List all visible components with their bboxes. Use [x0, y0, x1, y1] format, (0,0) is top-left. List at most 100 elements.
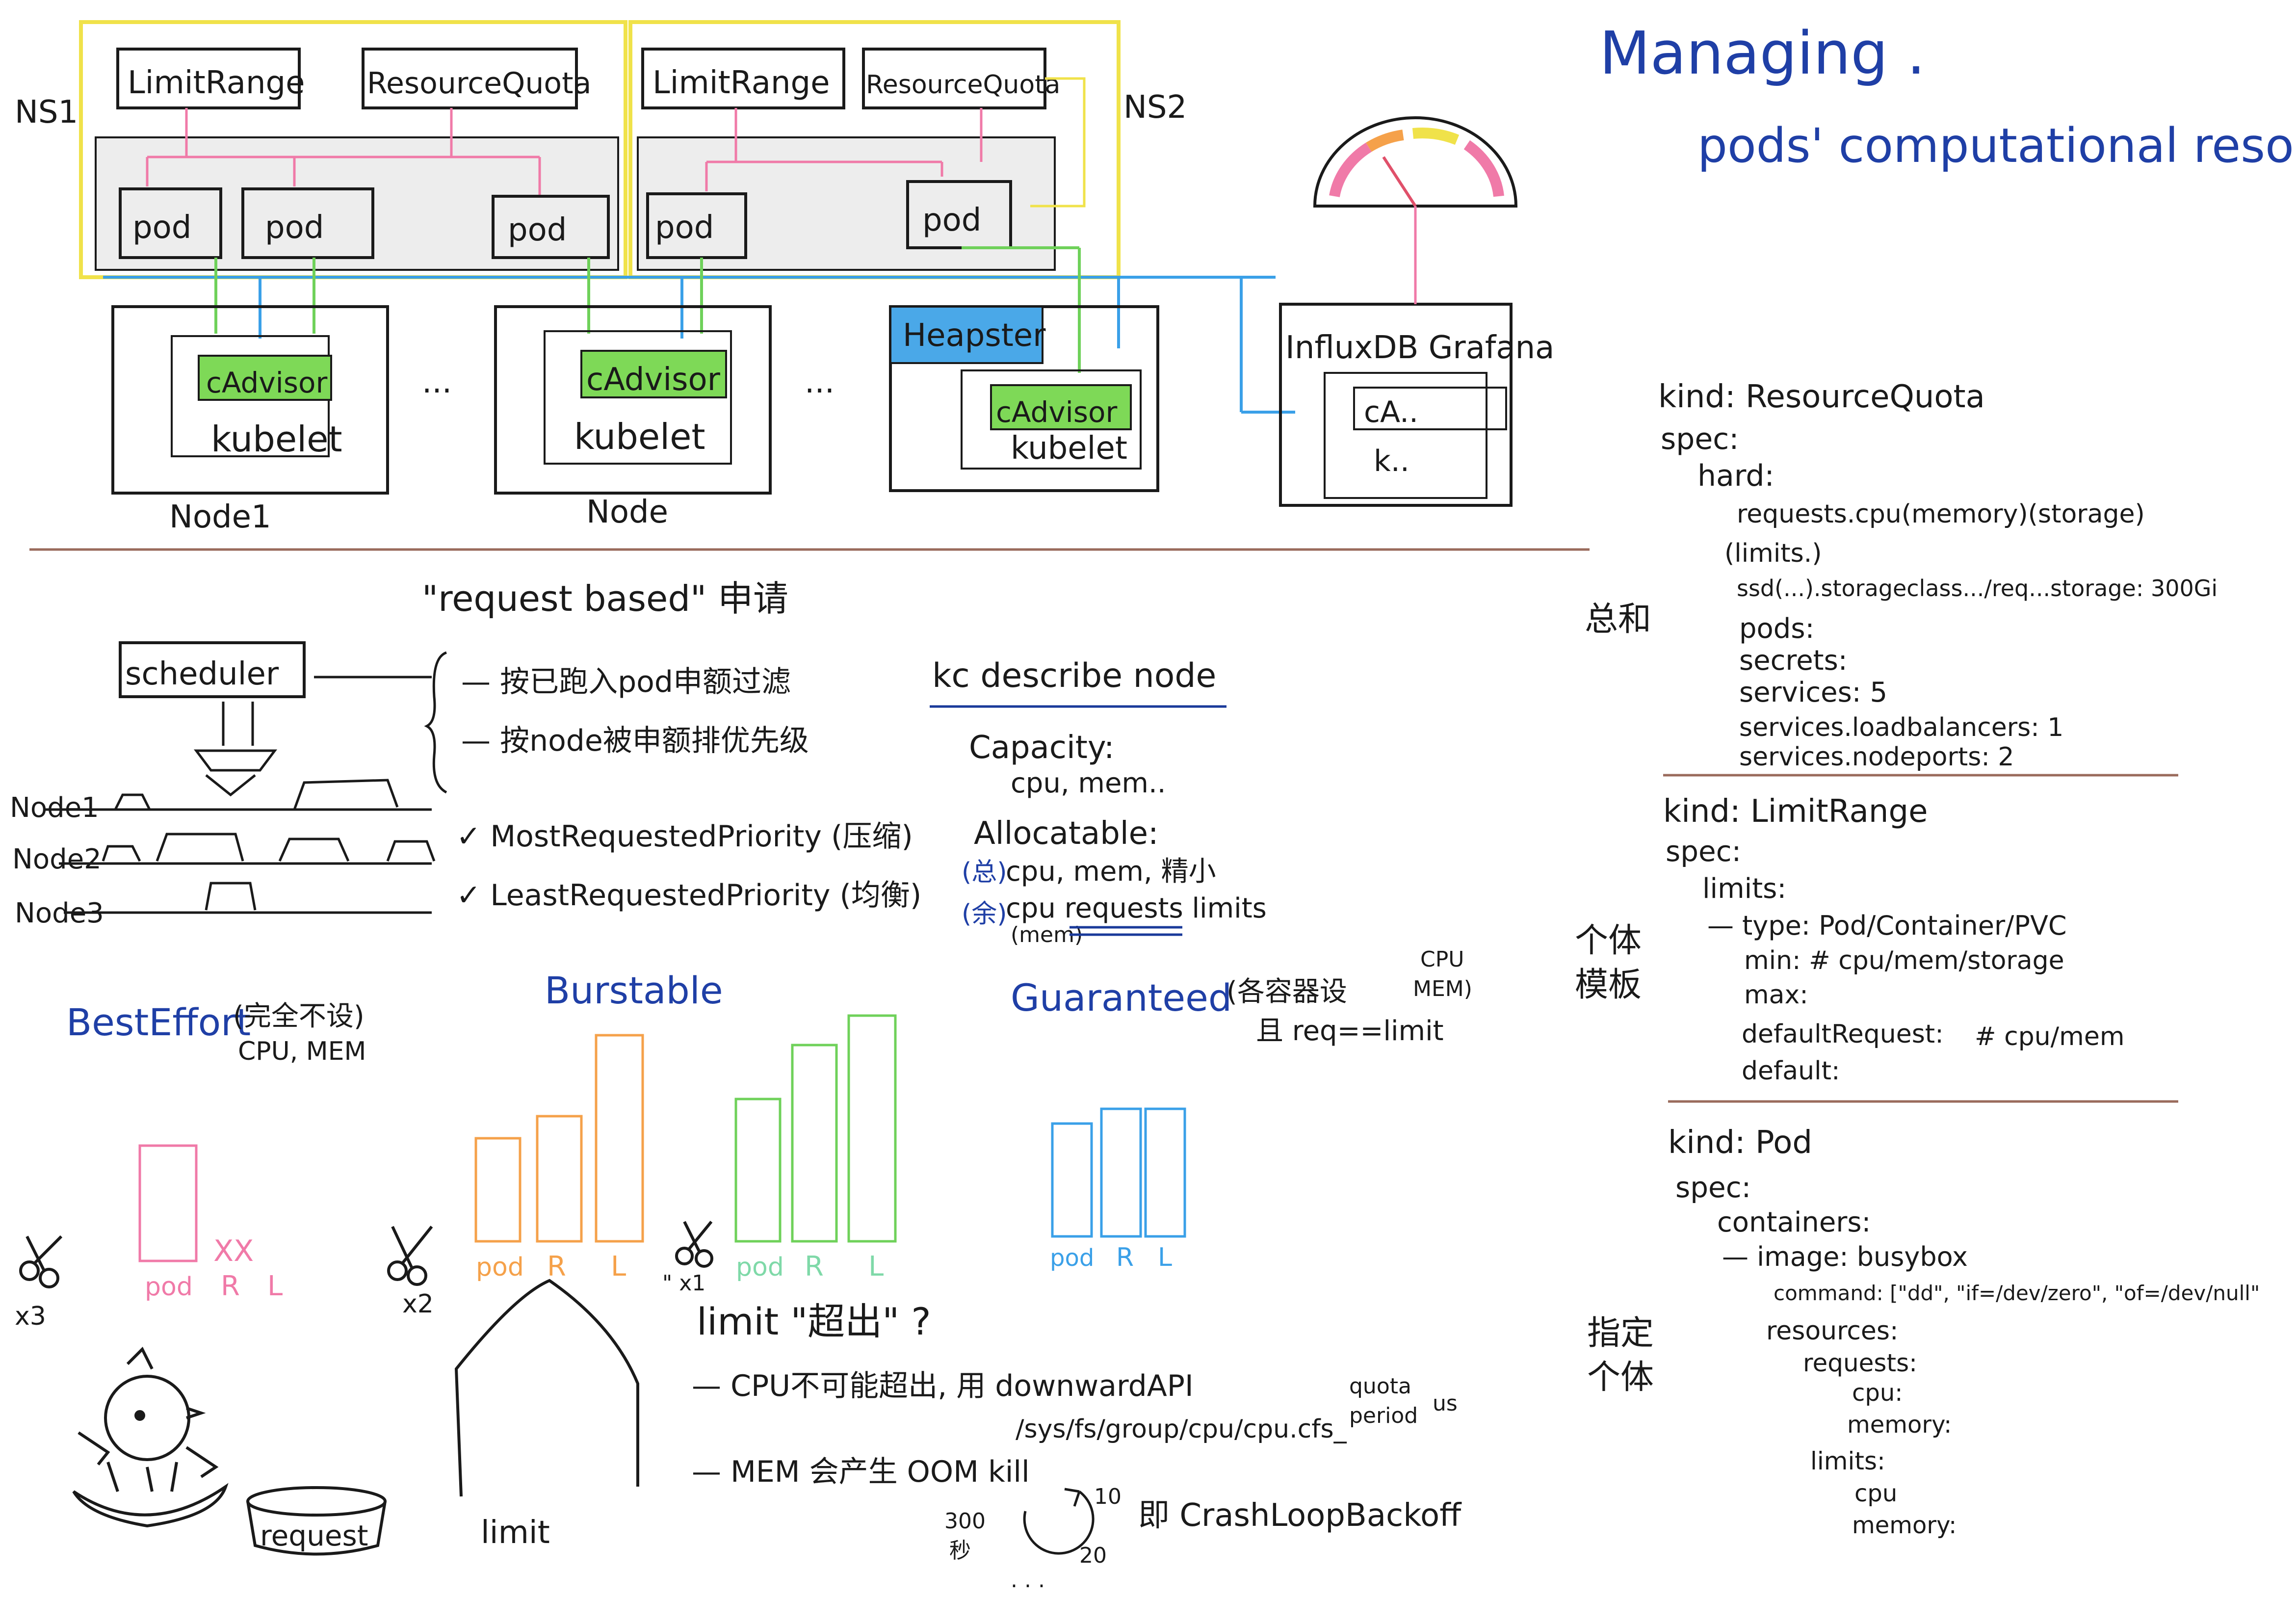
describe-capacity: Capacity:	[969, 730, 1115, 766]
sched-node3: Node3	[15, 897, 104, 929]
node-shelves	[44, 779, 436, 914]
burst-l-bar	[595, 1034, 644, 1243]
heapster-label: Heapster	[903, 317, 1046, 354]
describe-total-mark: (总)	[962, 858, 1007, 887]
g1-r-bar	[791, 1044, 838, 1243]
right-specific-label1: 指定	[1587, 1314, 1654, 1353]
ns2-resourcequota: ResourceQuota	[866, 70, 1060, 100]
node1-cadvisor: cAdvisor	[206, 366, 328, 399]
backoff-20: 20	[1079, 1543, 1107, 1568]
qos-besteffort: BestEffort	[66, 1000, 251, 1044]
pod-box-2	[241, 187, 374, 259]
rq-line-3: requests.cpu(memory)(storage)	[1737, 499, 2145, 529]
be-pod-bar	[138, 1144, 198, 1262]
qos-g-cpu: CPU	[1420, 947, 1464, 972]
scheduler-label: scheduler	[125, 656, 279, 692]
limit-cpu-path: /sys/fs/group/cpu/cpu.cfs_	[1016, 1414, 1347, 1444]
lr-line-2: limits:	[1702, 873, 1786, 905]
node2-label: Node	[586, 494, 668, 530]
node1-cadvisor-box	[198, 355, 332, 401]
qos-be-note1: (完全不设)	[233, 1000, 365, 1032]
describe-capacity-val: cpu, mem..	[1011, 767, 1166, 799]
pod-line-1: spec:	[1675, 1171, 1751, 1204]
qos-burstable: Burstable	[545, 969, 723, 1012]
limit-period: period	[1349, 1403, 1418, 1428]
g1-r-label: R	[805, 1251, 824, 1283]
scissors-icon-1	[19, 1235, 63, 1288]
pod-line-5: resources:	[1766, 1316, 1899, 1346]
describe-cmd: kc describe node	[932, 656, 1216, 695]
node1-frame	[111, 305, 389, 495]
pod-box-4	[646, 192, 747, 259]
right-specific-label2: 个体	[1587, 1358, 1654, 1397]
node1-kubelet: kubelet	[211, 419, 342, 460]
ns2-limitrange: LimitRange	[652, 65, 830, 101]
rq-line-10: services.nodeports: 2	[1739, 742, 2014, 772]
rq-line-4: (limits.)	[1724, 539, 1822, 568]
backoff-dots: . . .	[1011, 1568, 1045, 1593]
influx-k: k..	[1374, 444, 1409, 478]
rq-line-2: hard:	[1697, 459, 1774, 493]
scheduler-box	[119, 641, 306, 698]
lr-line-1: spec:	[1666, 835, 1741, 868]
be-pod-label: pod	[145, 1272, 193, 1302]
influx-label: InfluxDB Grafana	[1285, 330, 1554, 366]
resourcequota-yaml: kind: ResourceQuotaspec:hard:requests.cp…	[1658, 379, 2218, 772]
pod-line-2: containers:	[1717, 1206, 1871, 1238]
g1-pod-bar	[734, 1098, 782, 1243]
sched-node2: Node2	[12, 843, 102, 875]
ns2-quota-link	[1030, 77, 1086, 208]
pod-line-0: kind: Pod	[1668, 1125, 1812, 1161]
pod-box-3	[492, 195, 610, 259]
lr-line-5: max:	[1744, 980, 1808, 1010]
node-ellipsis-2: ...	[805, 364, 835, 400]
node2-kubelet: kubelet	[574, 416, 705, 457]
backoff-loop-icon	[1023, 1488, 1095, 1555]
scissors-x3: x3	[15, 1302, 46, 1331]
ns1-limitrange-box	[116, 48, 301, 109]
chick-icon	[72, 1346, 229, 1528]
sched-most: ✓ MostRequestedPriority (压缩)	[456, 819, 913, 854]
influx-frame	[1279, 303, 1513, 507]
pod-line-7: cpu:	[1852, 1379, 1903, 1407]
rq-line-5: ssd(...).storageclass.../req...storage: …	[1737, 575, 2218, 602]
ns1-label: NS1	[15, 94, 78, 131]
lr-line-8: default:	[1742, 1056, 1840, 1086]
ns1-resourcequota-box	[362, 48, 578, 109]
limit-house-icon	[454, 1279, 639, 1497]
right-total-label: 总和	[1585, 600, 1651, 639]
sched-rule2: — 按node被申额排优先级	[461, 724, 809, 758]
right-template-label1: 个体	[1575, 921, 1642, 960]
g2-pod-label: pod	[1050, 1244, 1094, 1272]
limit-quota: quota	[1349, 1374, 1411, 1399]
pod-line-3: — image: busybox	[1722, 1241, 1968, 1272]
scheduler-brace	[424, 651, 447, 794]
limit-cpu-line: — CPU不可能超出, 用 downwardAPI	[692, 1369, 1194, 1403]
g2-pod-bar	[1051, 1122, 1093, 1238]
pod-label-5: pod	[922, 202, 981, 238]
burst-r-label: R	[547, 1251, 566, 1283]
lr-line-3: — type: Pod/Container/PVC	[1707, 910, 2067, 941]
g2-r-label: R	[1116, 1243, 1134, 1272]
scissors-icon-2	[387, 1226, 433, 1286]
pod-cadvisor-links	[214, 246, 1081, 373]
node-ellipsis-1: ...	[422, 364, 452, 400]
title-line1: Managing .	[1599, 20, 1926, 88]
limit-crash: 即 CrashLoopBackoff	[1138, 1497, 1462, 1534]
pod-line-10: cpu	[1854, 1480, 1897, 1507]
g1-l-bar	[847, 1014, 897, 1243]
burst-pod-bar	[474, 1137, 522, 1243]
pod-line-4: command: ["dd", "if=/dev/zero", "of=/dev…	[1774, 1281, 2260, 1305]
ns2-pod-area	[637, 136, 1056, 271]
limit-mem-line: — MEM 会产生 OOM kill	[692, 1455, 1030, 1489]
rq-line-1: spec:	[1661, 422, 1739, 456]
pod-label-4: pod	[655, 210, 714, 246]
limit-label: limit	[481, 1515, 550, 1551]
burst-pod-label: pod	[476, 1253, 524, 1282]
gauge-dome-icon	[1313, 116, 1518, 304]
pod-box-5	[906, 180, 1012, 249]
title-line2: pods' computational resources	[1697, 118, 2296, 173]
node2-frame	[494, 305, 772, 495]
qos-g-mem: MEM)	[1413, 976, 1472, 1001]
